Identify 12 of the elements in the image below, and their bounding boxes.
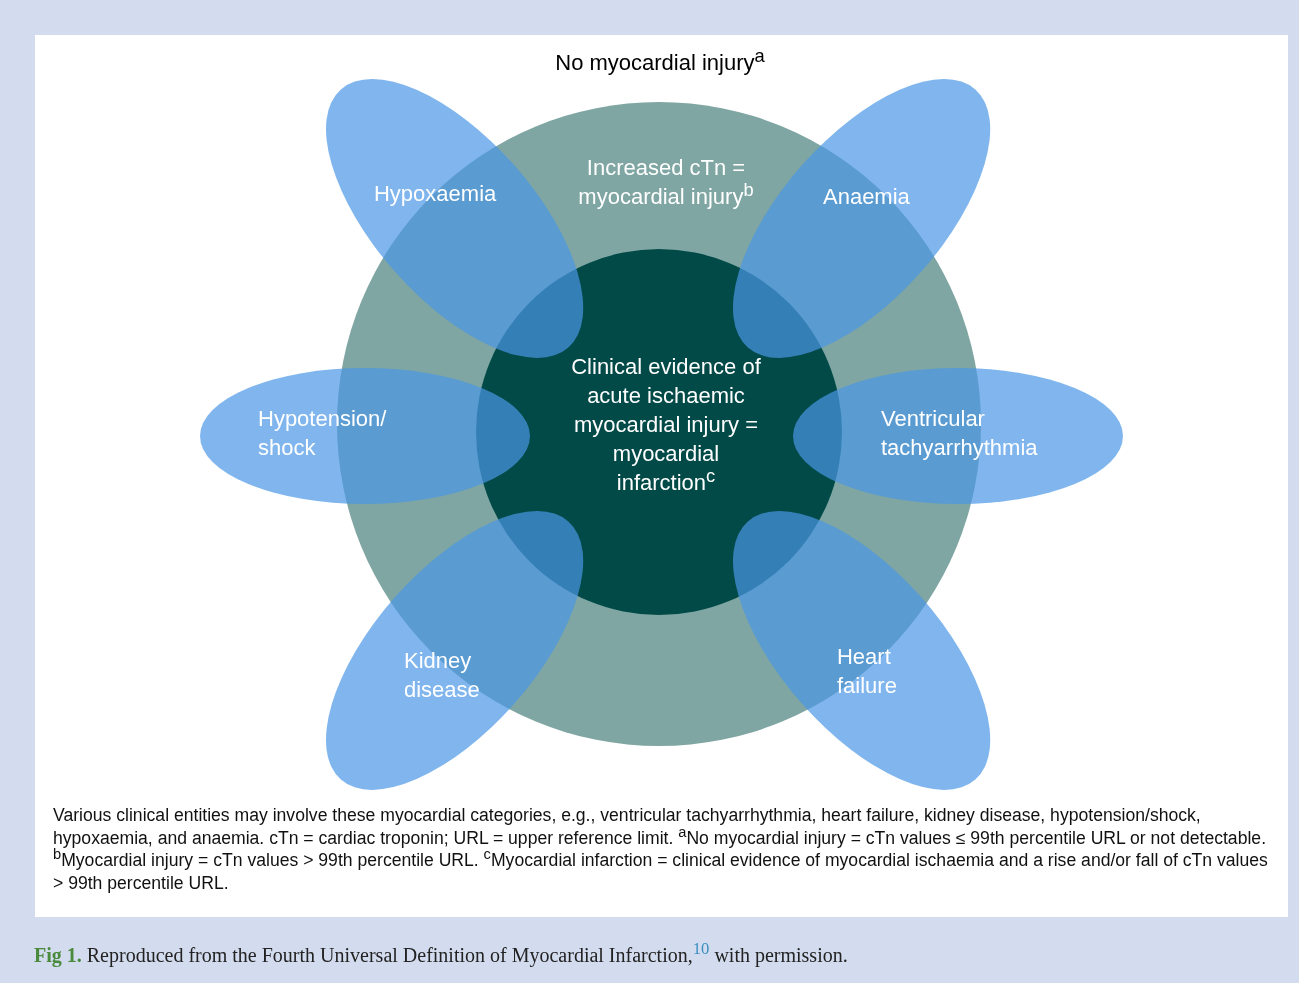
ellipse-label: Ventricular tachyarrhythmia [881, 405, 1039, 462]
ellipse-label: Hypotension/ shock [258, 405, 388, 462]
panel-label: No myocardial injury$^{a}$ [554, 48, 766, 77]
circle-label: Increased cTn = myocardial injury$^{b}$ [577, 154, 755, 211]
diagram-panel [35, 35, 1288, 917]
ellipse-label: Heart failure [837, 643, 898, 700]
figure-caption: Fig 1. Reproduced from the Fourth Universal Definition of Myocardial Infarction,$^{10}$ with permission. [34, 944, 848, 967]
ellipse-label: Anaemia [823, 183, 911, 211]
ellipse-label: Kidney disease [404, 647, 481, 704]
footnote-text: Various clinical entities may involve these myocardial categories, e.g., ventricular tachyarrhythmia, heart failure, kidney disease, hypotension/shock, hypoxaemia, and anaemia. cTn = cardiac troponin; URL = upper reference limit. $^{a}$No myocardial injury = cTn values ≤ 99th percentile URL or not detectable. $^{b}$Myocardial injury = cTn values > 99th percentile URL. $^{c}$Myocardial infarction = clinical evidence of myocardial ischaemia and a rise and/or fall of cTn values > 99th percentile URL. [53, 804, 1269, 894]
ellipse-label: Hypoxaemia [374, 180, 498, 208]
circle-label: Clinical evidence of acute ischaemic myocardial injury = myocardial infarction$^{c}$ [570, 353, 762, 497]
